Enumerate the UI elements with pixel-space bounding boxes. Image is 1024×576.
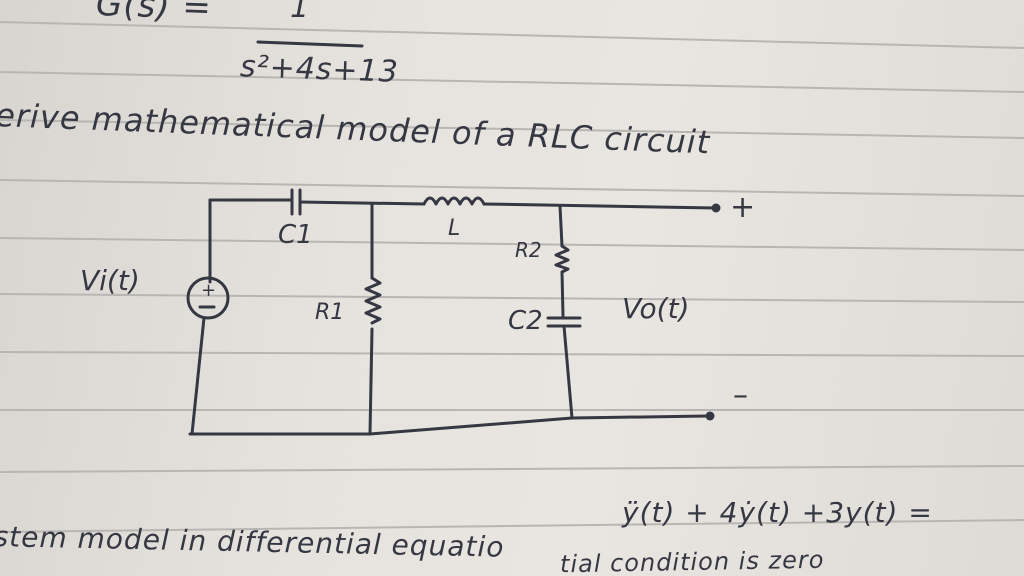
output-minus-label: – [733,378,749,413]
voltage-source-symbol [186,276,230,320]
output-plus-label: + [730,190,757,225]
wire-bottom [188,414,710,436]
source-plus-sign: + [201,280,216,301]
transfer-function-numerator: 1 [290,0,311,25]
wire-left-bottom [190,316,206,436]
wire-c2-bottom [562,324,574,420]
wire-top-3 [482,202,718,210]
label-c1: C1 [278,220,313,250]
wire-r2-c2 [560,270,565,318]
label-vo: Vo(t) [622,292,690,325]
label-c2: C2 [508,306,543,336]
initial-condition-text: tial condition is zero [559,545,825,576]
terminal-plus [711,203,721,213]
wire-r1-bottom [368,327,374,436]
label-r2: R2 [515,238,542,262]
inductor-l-symbol [422,196,486,206]
wire-r2-top [558,204,564,248]
label-r1: R1 [315,300,345,325]
wire-top-2 [298,200,426,206]
resistor-r1-symbol [364,276,382,325]
label-l: L [448,216,461,241]
differential-equation: ÿ(t) + 4ẏ(t) +3y(t) = [622,496,933,529]
terminal-minus [705,411,715,421]
label-vi: Vi(t) [80,264,140,297]
resistor-r2-symbol [554,244,570,274]
